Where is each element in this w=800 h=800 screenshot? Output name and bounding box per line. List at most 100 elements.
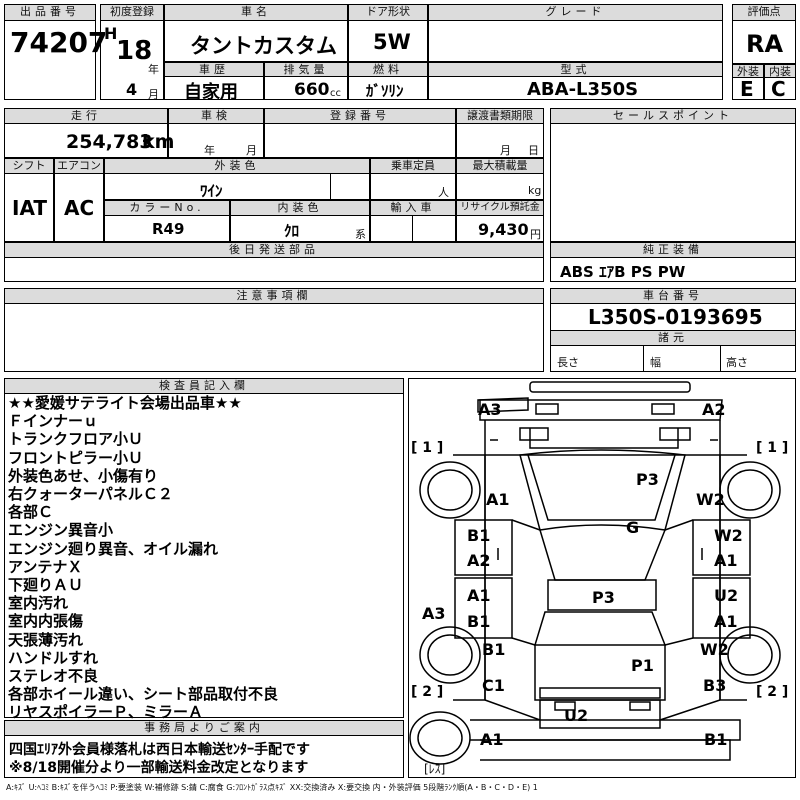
note-line: トランクフロア小Ｕ	[8, 430, 144, 449]
history-header: 車歴	[164, 62, 264, 77]
dmg-a1-r1: A1	[714, 551, 738, 570]
exterior-grade: E	[740, 77, 754, 101]
max-load-header: 最大積載量	[456, 158, 544, 174]
dmg-a1-left: A1	[486, 490, 510, 509]
headlight-right	[659, 427, 691, 441]
note-line: ステレオ不良	[8, 667, 99, 686]
inspector-header: 検査員記入欄	[4, 378, 404, 394]
dmg-a1-l2: A1	[467, 586, 491, 605]
dmg-w2-r1: W2	[714, 526, 743, 545]
genuine-header: 純正装備	[550, 242, 796, 258]
dmg-c1: C1	[482, 676, 505, 695]
rear-window	[533, 611, 667, 646]
front-left-mark	[477, 397, 529, 413]
dmg-a3-top: A3	[478, 400, 502, 419]
dmg-p1: P1	[631, 656, 654, 675]
dmg-b1-l3: B1	[482, 640, 506, 659]
chassis-number: L350S-0193695	[588, 305, 763, 329]
ext-color-header: 外装色	[104, 158, 370, 174]
chassis-header: 車台番号	[550, 288, 796, 304]
headlight-left	[519, 427, 549, 441]
note-line: アンテナＸ	[8, 557, 83, 576]
lot-number: 74207	[10, 26, 108, 59]
caution-header: 注意事項欄	[4, 288, 544, 304]
grade-header: グレード	[428, 4, 723, 21]
later-parts-header: 後日発送部品	[4, 242, 544, 258]
spec-divider-1	[643, 346, 644, 372]
ext-color-value: ﾜｲﾝ	[200, 182, 223, 200]
inspection-month-unit: 月	[246, 144, 257, 157]
diagram-frame	[408, 378, 796, 778]
note-line: 下廻りＡＵ	[8, 576, 84, 595]
recycle-value: 9,430	[478, 220, 529, 239]
note-line: エンジン異音小	[8, 521, 114, 540]
recycle-header: リサイクル預託金	[456, 200, 544, 216]
color-no-value: R49	[152, 220, 185, 238]
dmg-u2-r: U2	[714, 586, 739, 605]
inspection-header: 車検	[168, 108, 264, 124]
car-name-header: 車名	[164, 4, 348, 21]
lot-no-header: 出品番号	[4, 4, 96, 21]
rear-panel	[539, 699, 661, 729]
note-line: 右クォーターパネルＣ２	[8, 485, 173, 504]
shift-header: シフト	[4, 158, 54, 174]
import-header: 輸入車	[370, 200, 456, 216]
inspection-year-unit: 年	[204, 144, 215, 157]
int-color-value: ｸﾛ	[284, 222, 300, 240]
exterior-header: 外装	[732, 64, 764, 78]
office-header: 事務局よりご案内	[4, 720, 404, 736]
dmg-a2-top: A2	[702, 400, 726, 419]
genuine-value: ABS ｴｱB PS PW	[560, 263, 686, 281]
reg-year-unit: 年	[148, 63, 159, 76]
bracket-2-left: [ 2 ]	[411, 684, 444, 700]
aircon-value: AC	[64, 196, 95, 220]
ext-color-divider	[330, 174, 331, 200]
int-color-unit: 系	[355, 228, 366, 241]
office-note-1: 四国ｴﾘｱ外会員様落札は西日本輸送ｾﾝﾀｰ手配です	[9, 742, 310, 758]
front-upper-outline	[484, 420, 721, 456]
dmg-w2-r2: W2	[700, 640, 729, 659]
door-header: ドア形状	[348, 4, 428, 21]
note-line: 各部Ｃ	[8, 503, 54, 522]
inspector-notes: ★★愛媛サテライト会場出品車★★ Ｆインナーｕ トランクフロア小Ｕ フロントピラ…	[8, 394, 408, 722]
spec-divider-2	[720, 346, 721, 372]
dmg-a1-bl: A1	[480, 730, 504, 749]
note-line: 天張薄汚れ	[8, 630, 84, 649]
legend: A:ｷｽﾞ U:ﾍｺﾐ B:ｷｽﾞを伴うﾍｺﾐ P:要塗装 W:補修跡 S:錆 …	[6, 783, 538, 792]
fuel-header: 燃料	[348, 62, 428, 77]
displacement-header: 排気量	[264, 62, 348, 77]
wheel-rear-left	[419, 626, 481, 684]
bracket-1-right: [ 1 ]	[756, 440, 789, 456]
model-type-value: ABA-L350S	[527, 79, 639, 100]
dmg-b1-br: B1	[704, 730, 728, 749]
note-line: Ｆインナーｕ	[8, 412, 99, 431]
roof-front	[539, 529, 666, 581]
plate-right	[651, 403, 675, 415]
capacity-header: 乗車定員	[370, 158, 456, 174]
door-front-right	[692, 519, 751, 576]
color-no-header: カラーNo.	[104, 200, 230, 216]
first-reg-header: 初度登録	[100, 4, 164, 21]
door-rear-right	[692, 577, 751, 639]
reg-year: 18	[116, 36, 153, 66]
spec-width: 幅	[650, 356, 661, 369]
dmg-a3-l: A3	[422, 604, 446, 623]
score-value: RA	[746, 30, 784, 58]
wheel-front-left	[419, 461, 481, 519]
capacity-unit: 人	[438, 186, 449, 199]
bracket-2-right: [ 2 ]	[756, 684, 789, 700]
reg-era: H	[104, 24, 118, 43]
car-name: タントカスタム	[190, 34, 337, 58]
recycle-unit: 円	[530, 228, 541, 241]
fuel-value: ｶﾞｿﾘﾝ	[366, 82, 404, 100]
mileage-value: 254,783	[66, 131, 153, 153]
door-front-left	[454, 519, 513, 576]
history-value: 自家用	[184, 82, 238, 103]
body-sides	[484, 455, 721, 700]
dmg-b1-l2: B1	[467, 612, 491, 631]
roof	[547, 579, 657, 611]
note-line: エンジン廻り異音、オイル漏れ	[8, 539, 219, 558]
note-line: 各部ホイール違い、シート部品取付不良	[8, 685, 279, 704]
note-line: ★★愛媛サテライト会場出品車★★	[8, 394, 242, 412]
